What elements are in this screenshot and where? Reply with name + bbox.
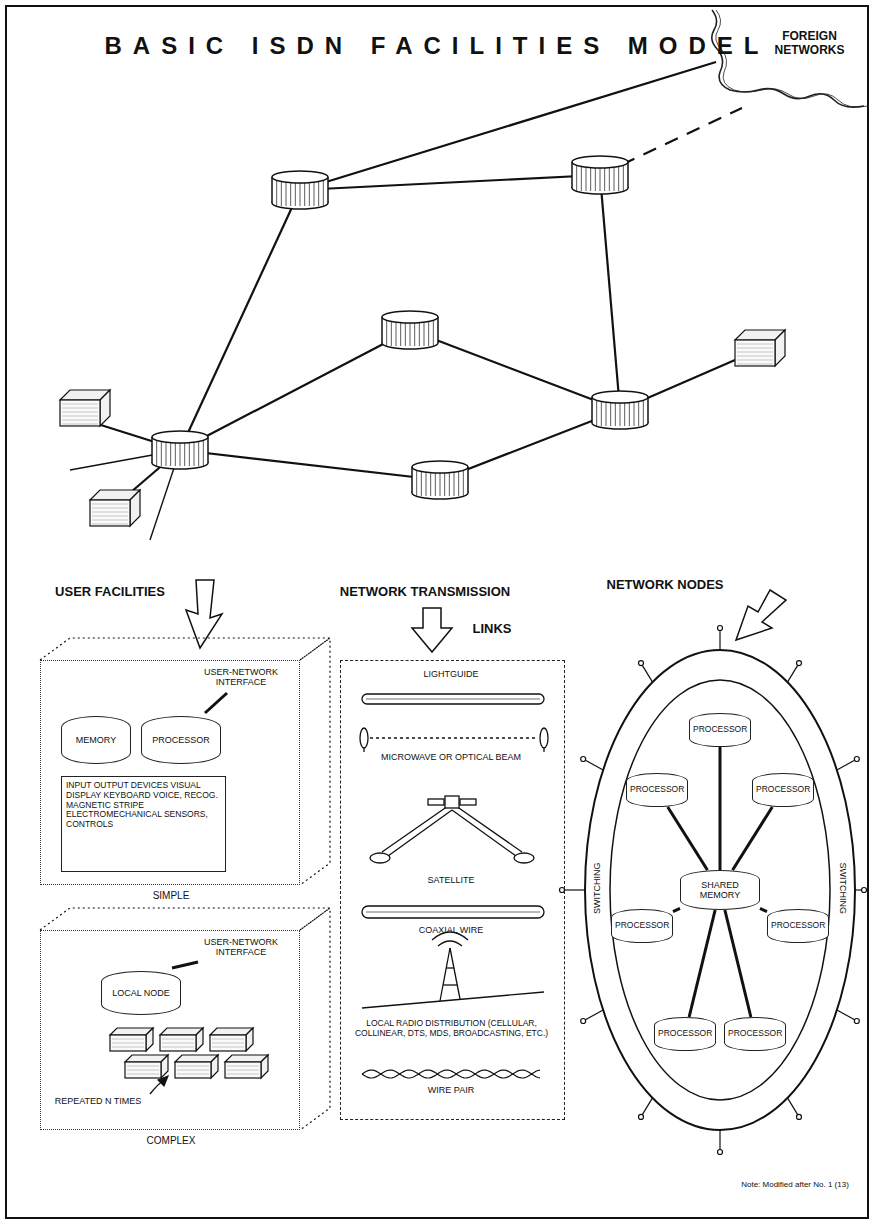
local-node: LOCAL NODE bbox=[101, 971, 181, 1015]
node-text: LOCAL NODE bbox=[105, 988, 177, 998]
bus-connector bbox=[668, 807, 708, 870]
section-label: USER FACILITIES bbox=[30, 585, 190, 600]
equipment-cube bbox=[225, 1055, 268, 1078]
processor-unit: PROCESSOR bbox=[752, 773, 814, 807]
transmission-links-box: LIGHTGUIDE MICROWAVE OR OPTICAL BEAM SATEL… bbox=[340, 660, 565, 1120]
equipment-cube bbox=[735, 330, 785, 366]
section-label: LINKS bbox=[462, 622, 522, 637]
node-text: PROCESSOR bbox=[658, 1029, 712, 1039]
bus-connector bbox=[733, 807, 773, 870]
diagram-title: BASIC ISDN FACILITIES MODEL bbox=[0, 32, 874, 60]
network-node-symbol bbox=[272, 171, 328, 209]
network-node-symbol bbox=[592, 391, 648, 429]
network-node-symbol bbox=[572, 156, 628, 194]
equipment-cube bbox=[60, 390, 110, 426]
node-text: SWITCHING bbox=[592, 858, 602, 918]
processor-unit: PROCESSOR bbox=[654, 1017, 716, 1051]
node-housing bbox=[560, 626, 867, 1155]
node-text: PROCESSOR bbox=[615, 921, 669, 931]
node-text: INPUT OUTPUT DEVICES VISUAL DISPLAY KEYB… bbox=[66, 781, 221, 830]
equipment-cube bbox=[110, 1028, 153, 1051]
processor-unit: PROCESSOR bbox=[724, 1017, 786, 1051]
wire-pair-symbol bbox=[362, 1070, 540, 1078]
node-text: SIMPLE bbox=[41, 890, 301, 902]
network-node-symbol bbox=[382, 311, 438, 349]
node-text: MICROWAVE OR OPTICAL BEAM bbox=[371, 752, 531, 762]
user-equipment bbox=[40, 638, 330, 1130]
io-devices-box: INPUT OUTPUT DEVICES VISUAL DISPLAY KEYB… bbox=[61, 776, 226, 872]
processor-unit: PROCESSOR bbox=[689, 713, 751, 747]
node-text: COAXIAL WIRE bbox=[391, 925, 511, 935]
node-text: MEMORY bbox=[65, 735, 127, 745]
note: Note: Modified after No. 1 (13) bbox=[730, 1180, 860, 1189]
network-node-symbol bbox=[152, 431, 208, 469]
node-text: USER-NETWORK INTERFACE bbox=[191, 937, 291, 958]
node-text: PROCESSOR bbox=[630, 785, 684, 795]
equipment-cube bbox=[175, 1055, 218, 1078]
complex-user-facility: USER-NETWORK INTERFACECOMPLEXLOCAL NODE bbox=[40, 930, 300, 1130]
node-text: LIGHTGUIDE bbox=[381, 669, 521, 679]
processor-unit: PROCESSOR bbox=[767, 909, 829, 943]
section-label: NETWORK NODES bbox=[600, 578, 730, 593]
node-text: WIRE PAIR bbox=[401, 1085, 501, 1095]
equipment-cube bbox=[160, 1028, 203, 1051]
bus-connector bbox=[725, 910, 751, 1017]
node-text: PROCESSOR bbox=[771, 921, 825, 931]
simple-user-facility: USER-NETWORK INTERFACESIMPLEMEMORYPROCES… bbox=[40, 660, 300, 885]
node-text: SHARED MEMORY bbox=[684, 880, 756, 901]
section-label: NETWORK TRANSMISSION bbox=[330, 585, 520, 600]
node-text: PROCESSOR bbox=[728, 1029, 782, 1039]
node-text: PROCESSOR bbox=[756, 785, 810, 795]
shared-memory: SHARED MEMORY bbox=[680, 870, 760, 910]
processor-unit: PROCESSOR bbox=[141, 716, 221, 764]
section-label: REPEATED N TIMES bbox=[48, 1096, 148, 1106]
network-links bbox=[70, 62, 742, 540]
switching-node: SWITCHING SWITCHING SHARED MEMORY PROCESSOR… bbox=[585, 650, 855, 1130]
bus-connector bbox=[720, 747, 721, 870]
transmission-media bbox=[360, 694, 548, 1008]
section-label: FOREIGN NETWORKS bbox=[762, 30, 857, 58]
bus-connector bbox=[760, 908, 767, 911]
node-text: USER-NETWORK INTERFACE bbox=[191, 667, 291, 688]
wire-pair-symbol bbox=[362, 1070, 540, 1078]
equipment-cube bbox=[125, 1055, 168, 1078]
node-text: PROCESSOR bbox=[693, 725, 747, 735]
memory-unit: MEMORY bbox=[61, 716, 131, 764]
page-frame bbox=[6, 6, 868, 1218]
bus-connector bbox=[689, 910, 715, 1017]
node-text: LOCAL RADIO DISTRIBUTION (CELLULAR, COLL… bbox=[349, 1019, 554, 1039]
node-text: COMPLEX bbox=[41, 1135, 301, 1147]
processor-unit: PROCESSOR bbox=[626, 773, 688, 807]
node-text: SATELLITE bbox=[411, 875, 491, 885]
equipment-cube bbox=[210, 1028, 253, 1051]
node-text: SWITCHING bbox=[838, 858, 848, 918]
processor-unit: PROCESSOR bbox=[611, 909, 673, 943]
node-text: PROCESSOR bbox=[145, 735, 217, 745]
equipment-cube bbox=[90, 490, 140, 526]
network-node-symbol bbox=[412, 461, 468, 499]
bus-connector bbox=[673, 908, 680, 911]
